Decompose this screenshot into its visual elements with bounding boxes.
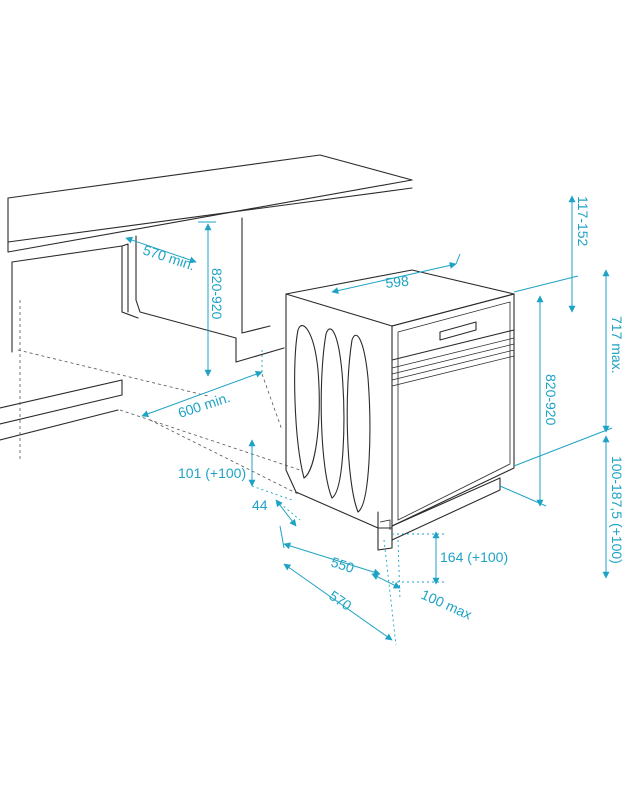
label-appliance-height: 820-920 (543, 374, 559, 426)
dim-plinth-max (371, 573, 401, 589)
dim-niche-width (141, 370, 263, 418)
dimension-labels: 570 min. 820-920 600 min. 598 117-152 71… (141, 196, 625, 623)
dim-total-depth (283, 563, 393, 641)
label-plinth-depth: 44 (252, 497, 268, 513)
label-plinth-range: 100-187,5 (+100) (609, 456, 625, 564)
label-base-offset: 101 (+100) (178, 465, 246, 481)
left-cabinet (0, 243, 139, 441)
label-body-depth: 550 (329, 554, 356, 577)
label-panel-height: 717 max. (609, 316, 625, 374)
label-total-depth: 570 (326, 587, 354, 613)
dim-appliance-width (331, 261, 457, 295)
niche-back (135, 217, 285, 363)
label-plinth-max: 100 max (419, 586, 475, 622)
label-appliance-width: 598 (385, 273, 410, 291)
label-niche-width: 600 min. (176, 389, 232, 421)
dim-plinth-depth (275, 499, 297, 527)
dimensions (125, 195, 613, 646)
label-niche-depth: 570 min. (141, 242, 197, 274)
label-top-gap: 117-152 (575, 196, 591, 247)
label-plinth-height: 164 (+100) (440, 549, 508, 565)
worktop (7, 154, 413, 253)
dim-niche-depth (125, 236, 197, 264)
dishwasher (285, 269, 515, 551)
label-niche-height: 820-920 (209, 268, 225, 320)
